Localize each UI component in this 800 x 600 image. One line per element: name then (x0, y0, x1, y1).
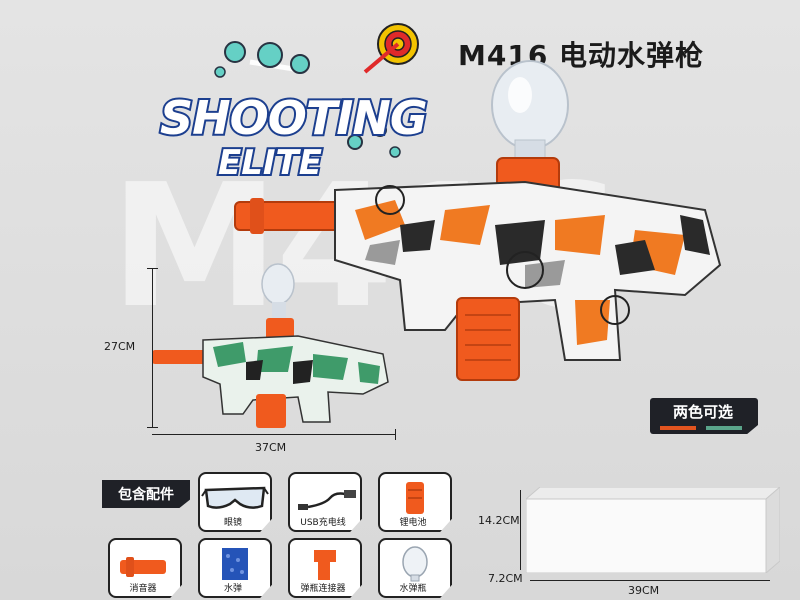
box-width-line (530, 580, 770, 581)
box-height-line (520, 490, 521, 570)
accessory-label-gel-balls: 水弹 (223, 584, 242, 594)
accessories-header: 包含配件 (118, 487, 174, 503)
bubble-trail-icon (214, 41, 401, 158)
height-label: 27CM (104, 340, 136, 353)
logo-line2: ELITE (218, 143, 322, 183)
usb-cable-icon (298, 490, 356, 510)
accessory-label-connector: 弹瓶连接器 (300, 584, 346, 594)
orange-swatch (660, 426, 696, 430)
logo-line1: SHOOTING (160, 91, 427, 145)
accessory-label-usb: USB充电线 (300, 518, 346, 528)
width-label: 37CM (255, 441, 287, 454)
goggles-icon (201, 486, 269, 509)
accessory-label-silencer: 消音器 (129, 584, 157, 594)
dim-cap-right (395, 429, 396, 440)
product-title: M416 电动水弹枪 (458, 39, 705, 72)
box-depth-label: 7.2CM (488, 572, 523, 585)
battery-icon (406, 482, 424, 514)
box-width-label: 39CM (628, 584, 660, 597)
shooting-elite-logo: SHOOTING ELITE (158, 23, 430, 185)
large-orange-gun-image (234, 60, 722, 381)
accessory-label-bottle: 水弹瓶 (399, 584, 427, 594)
color-option-label: 两色可选 (672, 403, 733, 421)
water-bottle-icon (491, 60, 569, 163)
accessory-card-usb (288, 472, 362, 532)
accessory-card-silencer (108, 538, 182, 598)
width-dimension-line (152, 434, 396, 435)
dim-cap-top (147, 268, 158, 269)
silencer-icon (120, 557, 166, 577)
accessory-card-gel-balls (198, 538, 272, 598)
packaging-box-image (526, 487, 780, 573)
target-icon (363, 23, 419, 74)
accessory-card-goggles (198, 472, 272, 532)
accessory-card-connector (288, 538, 362, 598)
box-height-label: 14.2CM (478, 514, 520, 527)
accessories-header-badge (102, 480, 190, 508)
gel-balls-icon (222, 548, 248, 580)
green-swatch (706, 426, 742, 430)
accessory-card-bottle (378, 538, 452, 598)
dim-cap-bottom (147, 427, 158, 428)
accessory-card-battery (378, 472, 452, 532)
accessory-label-goggles: 眼镜 (223, 518, 242, 528)
connector-icon (314, 550, 336, 580)
accessory-label-battery: 锂电池 (399, 518, 427, 528)
height-dimension-line (152, 268, 153, 428)
small-green-gun-image (152, 263, 389, 428)
bottle-icon (402, 546, 428, 582)
